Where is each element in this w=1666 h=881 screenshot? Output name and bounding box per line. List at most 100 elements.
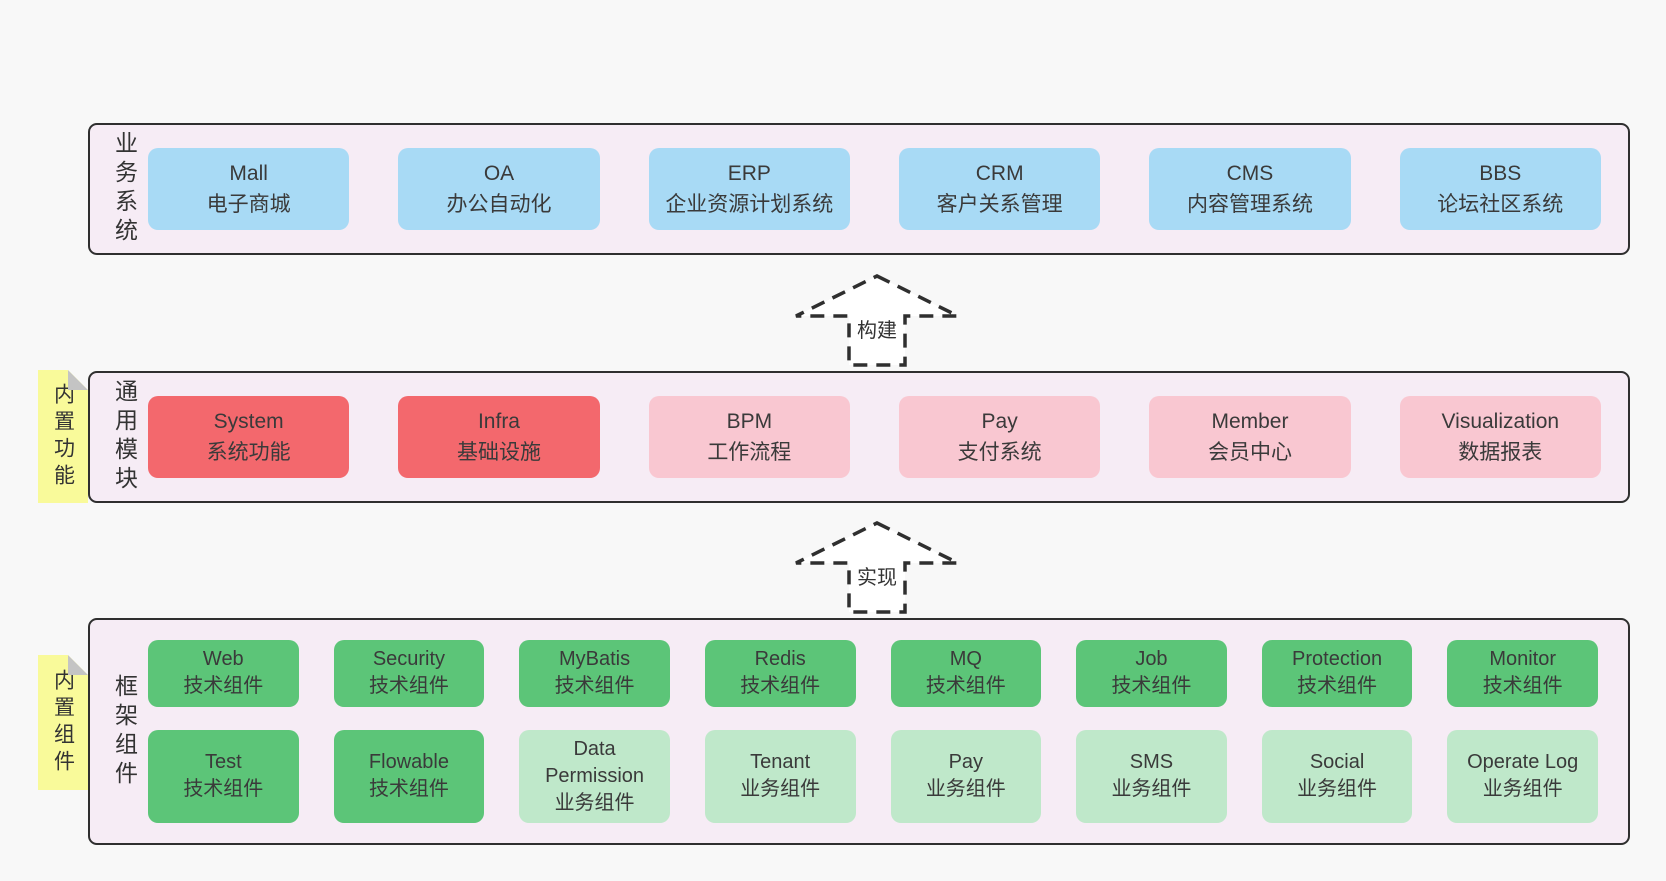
component-name: SMS	[1129, 751, 1174, 774]
component-name: Mall	[229, 161, 268, 185]
sticky-note-builtin-features: 内置功能	[38, 370, 88, 503]
component-name: BPM	[726, 409, 773, 433]
component-name: ERP	[727, 161, 771, 185]
component-name: Security	[372, 648, 446, 671]
common-modules-row: System 系统功能 Infra 基础设施 BPM 工作流程 Pay 支付系统…	[148, 373, 1628, 501]
arrow-implement: 实现	[792, 519, 962, 616]
component-desc: 技术组件	[1111, 675, 1192, 698]
component-desc: 论坛社区系统	[1437, 193, 1564, 216]
box-mall: Mall 电子商城	[148, 148, 350, 230]
box-flowable: Flowable 技术组件	[333, 729, 485, 823]
box-visualization: Visualization 数据报表	[1399, 396, 1601, 478]
component-desc: 技术组件	[368, 778, 449, 801]
component-name: CMS	[1226, 161, 1274, 185]
component-name: Test	[204, 751, 242, 774]
component-desc: 业务组件	[925, 778, 1006, 801]
component-desc: 业务组件	[1482, 778, 1563, 801]
box-test: Test 技术组件	[148, 729, 299, 823]
component-name: Visualization	[1441, 409, 1560, 433]
box-job: Job 技术组件	[1076, 640, 1227, 707]
component-desc: 技术组件	[183, 675, 264, 698]
component-name: OA	[483, 161, 515, 185]
section-label-common-modules: 通用模块	[111, 379, 138, 495]
component-name: Protection	[1292, 648, 1383, 671]
component-desc: 会员中心	[1207, 441, 1292, 464]
component-desc: 客户关系管理	[936, 193, 1063, 216]
box-mybatis: MyBatis 技术组件	[519, 640, 670, 707]
component-desc: 内容管理系统	[1186, 193, 1313, 216]
box-tenant: Tenant 业务组件	[704, 729, 856, 823]
component-name: MyBatis	[559, 648, 631, 671]
component-desc: 技术组件	[740, 675, 821, 698]
component-name: System	[213, 409, 284, 433]
component-name: Data Permission	[545, 737, 645, 787]
component-desc: 技术组件	[925, 675, 1006, 698]
component-name: Job	[1135, 648, 1168, 671]
box-pay-component: Pay 业务组件	[890, 729, 1042, 823]
component-name: Social	[1309, 751, 1365, 774]
component-desc: 工作流程	[707, 441, 792, 464]
component-name: MQ	[949, 648, 982, 671]
business-systems-row: Mall 电子商城 OA 办公自动化 ERP 企业资源计划系统 CRM 客户关系…	[148, 125, 1628, 253]
box-security: Security 技术组件	[333, 640, 485, 707]
component-desc: 支付系统	[957, 441, 1042, 464]
box-bpm: BPM 工作流程	[648, 396, 850, 478]
sticky-note-text: 内置组件	[51, 668, 75, 777]
section-framework-components: 框架组件 Web 技术组件 Security 技术组件 MyBatis 技术组件…	[88, 618, 1630, 845]
box-pay: Pay 支付系统	[898, 396, 1101, 478]
sticky-note-text: 内置功能	[51, 382, 75, 491]
component-desc: 业务组件	[554, 791, 635, 814]
component-desc: 业务组件	[1111, 778, 1192, 801]
component-desc: 数据报表	[1458, 441, 1543, 464]
box-protection: Protection 技术组件	[1261, 640, 1413, 707]
component-desc: 技术组件	[554, 675, 635, 698]
box-mq: MQ 技术组件	[890, 640, 1042, 707]
component-name: Redis	[754, 648, 806, 671]
component-name: Monitor	[1489, 648, 1557, 671]
section-common-modules: 通用模块 System 系统功能 Infra 基础设施 BPM 工作流程 Pay…	[88, 371, 1630, 503]
component-name: Infra	[477, 409, 520, 433]
component-name: BBS	[1479, 161, 1522, 185]
component-name: Pay	[948, 751, 984, 774]
arrow-build-label: 构建	[853, 313, 901, 344]
box-crm: CRM 客户关系管理	[898, 148, 1101, 230]
box-web: Web 技术组件	[148, 640, 299, 707]
component-name: Web	[202, 648, 244, 671]
box-cms: CMS 内容管理系统	[1149, 148, 1351, 230]
component-name: Operate Log	[1467, 751, 1579, 774]
arrow-implement-label: 实现	[853, 560, 901, 591]
box-social: Social 业务组件	[1261, 729, 1413, 823]
component-name: Pay	[981, 409, 1018, 433]
box-sms: SMS 业务组件	[1076, 729, 1227, 823]
component-name: CRM	[975, 161, 1024, 185]
component-desc: 办公自动化	[446, 193, 552, 216]
component-desc: 基础设施	[456, 441, 541, 464]
component-name: Tenant	[750, 751, 811, 774]
box-erp: ERP 企业资源计划系统	[648, 148, 850, 230]
component-name: Member	[1211, 409, 1289, 433]
box-monitor: Monitor 技术组件	[1447, 640, 1598, 707]
component-desc: 电子商城	[206, 193, 291, 216]
component-desc: 企业资源计划系统	[665, 193, 834, 216]
section-label-business-systems: 业务系统	[111, 131, 138, 247]
box-redis: Redis 技术组件	[704, 640, 856, 707]
folded-corner	[68, 655, 88, 675]
folded-corner	[68, 370, 88, 390]
box-infra: Infra 基础设施	[398, 396, 600, 478]
box-bbs: BBS 论坛社区系统	[1399, 148, 1601, 230]
box-data-permission: Data Permission 业务组件	[519, 729, 670, 823]
box-member: Member 会员中心	[1149, 396, 1351, 478]
arrow-build: 构建	[792, 272, 962, 369]
component-desc: 业务组件	[1297, 778, 1378, 801]
section-business-systems: 业务系统 Mall 电子商城 OA 办公自动化 ERP 企业资源计划系统 CRM…	[88, 123, 1630, 255]
section-label-framework-components: 框架组件	[111, 673, 138, 790]
sticky-note-builtin-components: 内置组件	[38, 655, 88, 790]
component-name: Flowable	[368, 751, 449, 774]
box-system: System 系统功能	[148, 396, 350, 478]
framework-components-grid: Web 技术组件 Security 技术组件 MyBatis 技术组件 Redi…	[148, 620, 1628, 843]
box-operate-log: Operate Log 业务组件	[1447, 729, 1598, 823]
component-desc: 业务组件	[740, 778, 821, 801]
component-desc: 技术组件	[183, 778, 264, 801]
component-desc: 技术组件	[368, 675, 449, 698]
